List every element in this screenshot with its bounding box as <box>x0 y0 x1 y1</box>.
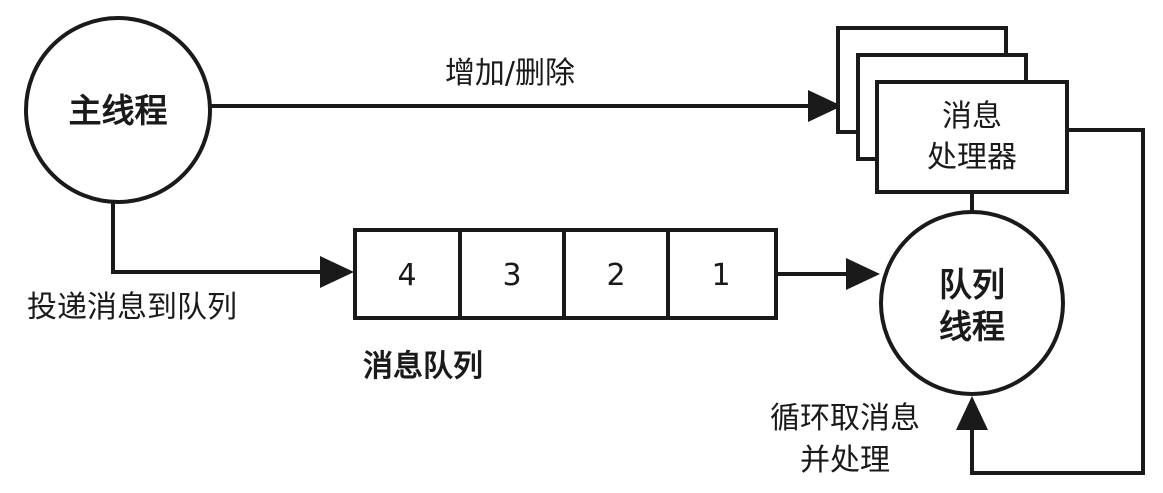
loop-label-line2: 并处理 <box>800 443 890 478</box>
queue-thread-node: 队列 线程 <box>879 210 1065 396</box>
handler-box-front <box>875 80 1069 194</box>
main-thread-node: 主线程 <box>24 16 212 204</box>
main-thread-label: 主线程 <box>69 91 168 130</box>
queue-caption: 消息队列 <box>363 349 483 384</box>
queue-cell-label: 1 <box>711 258 730 293</box>
queue-thread-label-line1: 队列 <box>939 265 1005 304</box>
queue-thread-label-line2: 线程 <box>939 307 1005 346</box>
add-remove-label: 增加/删除 <box>445 56 575 91</box>
loop-edge: 循环取消息 并处理 <box>770 128 1145 478</box>
queue-cell-label: 2 <box>606 258 625 293</box>
post-message-label: 投递消息到队列 <box>27 290 237 325</box>
handler-label-line1: 消息 <box>942 99 1002 134</box>
message-queue: 4 3 2 1 消息队列 <box>353 228 778 384</box>
post-message-edge: 投递消息到队列 <box>27 200 354 325</box>
queue-cell: 2 <box>562 228 670 320</box>
queue-cell: 3 <box>458 228 566 320</box>
loop-label-line1: 循环取消息 <box>770 401 920 436</box>
add-remove-edge: 增加/删除 <box>210 56 842 122</box>
message-handler-stack: 消息 处理器 <box>836 26 1069 194</box>
handler-label-line2: 处理器 <box>927 140 1017 175</box>
queue-to-thread-edge <box>776 258 880 290</box>
queue-cell: 1 <box>666 228 778 320</box>
queue-cell-label: 4 <box>397 258 416 293</box>
queue-cell: 4 <box>353 228 462 320</box>
queue-cell-label: 3 <box>502 258 521 293</box>
